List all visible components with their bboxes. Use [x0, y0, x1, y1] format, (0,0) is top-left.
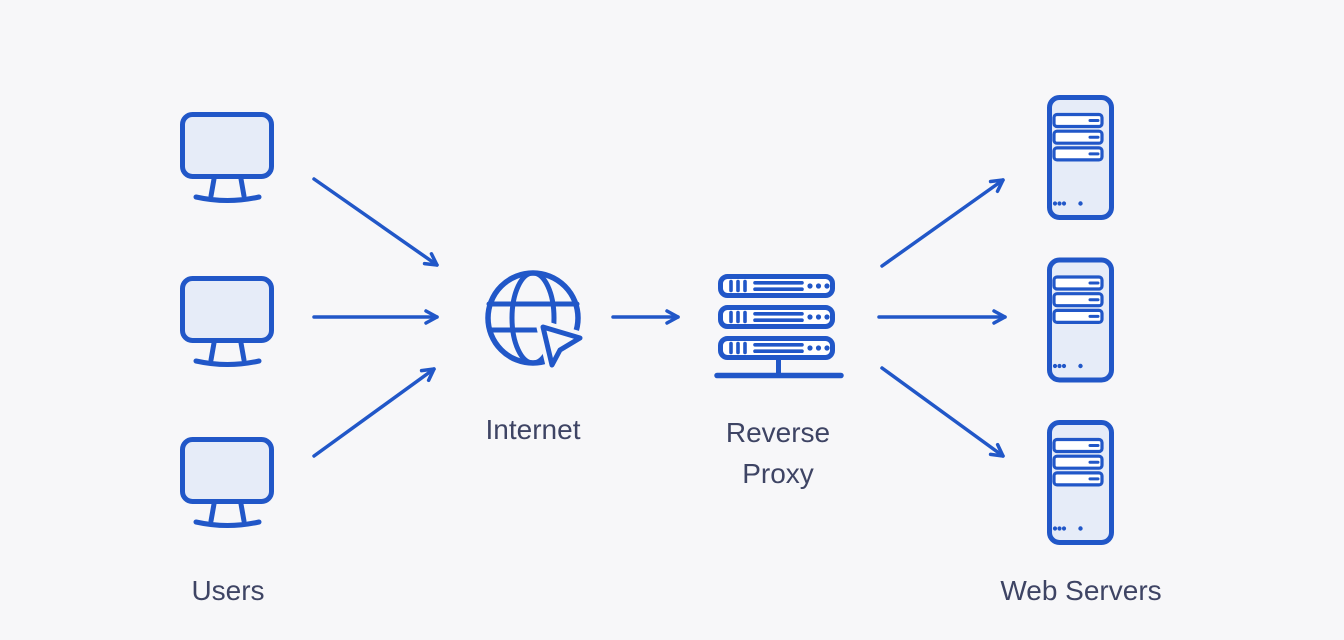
rack-unit-3: [721, 339, 833, 358]
rack-unit-2: [721, 308, 833, 327]
internet-label: Internet: [485, 414, 581, 445]
arrow-proxy-server1: [880, 178, 1005, 268]
web-servers-label: Web Servers: [1000, 575, 1162, 606]
user-monitor-1-icon: [183, 115, 272, 201]
user-monitor-2-icon: [183, 279, 272, 365]
reverse-proxy-label: Reverse Proxy: [725, 417, 831, 489]
reverse-proxy-icon: [714, 277, 844, 379]
arrow-user3-internet: [312, 367, 436, 458]
users-label: Users: [191, 575, 265, 606]
arrow-user1-internet: [312, 177, 439, 267]
web-server-1-icon: [1050, 98, 1112, 218]
rack-unit-1: [721, 277, 833, 296]
user-monitor-3-icon: [183, 440, 272, 526]
proxy-to-servers-arrows: [877, 178, 1007, 458]
internet-globe-icon: [485, 270, 587, 372]
web-server-2-icon: [1050, 260, 1112, 380]
web-server-3-icon: [1050, 423, 1112, 543]
users-to-internet-arrows: [312, 177, 439, 458]
mouse-pointer-icon: [540, 324, 583, 368]
arrow-proxy-server3: [880, 366, 1005, 458]
